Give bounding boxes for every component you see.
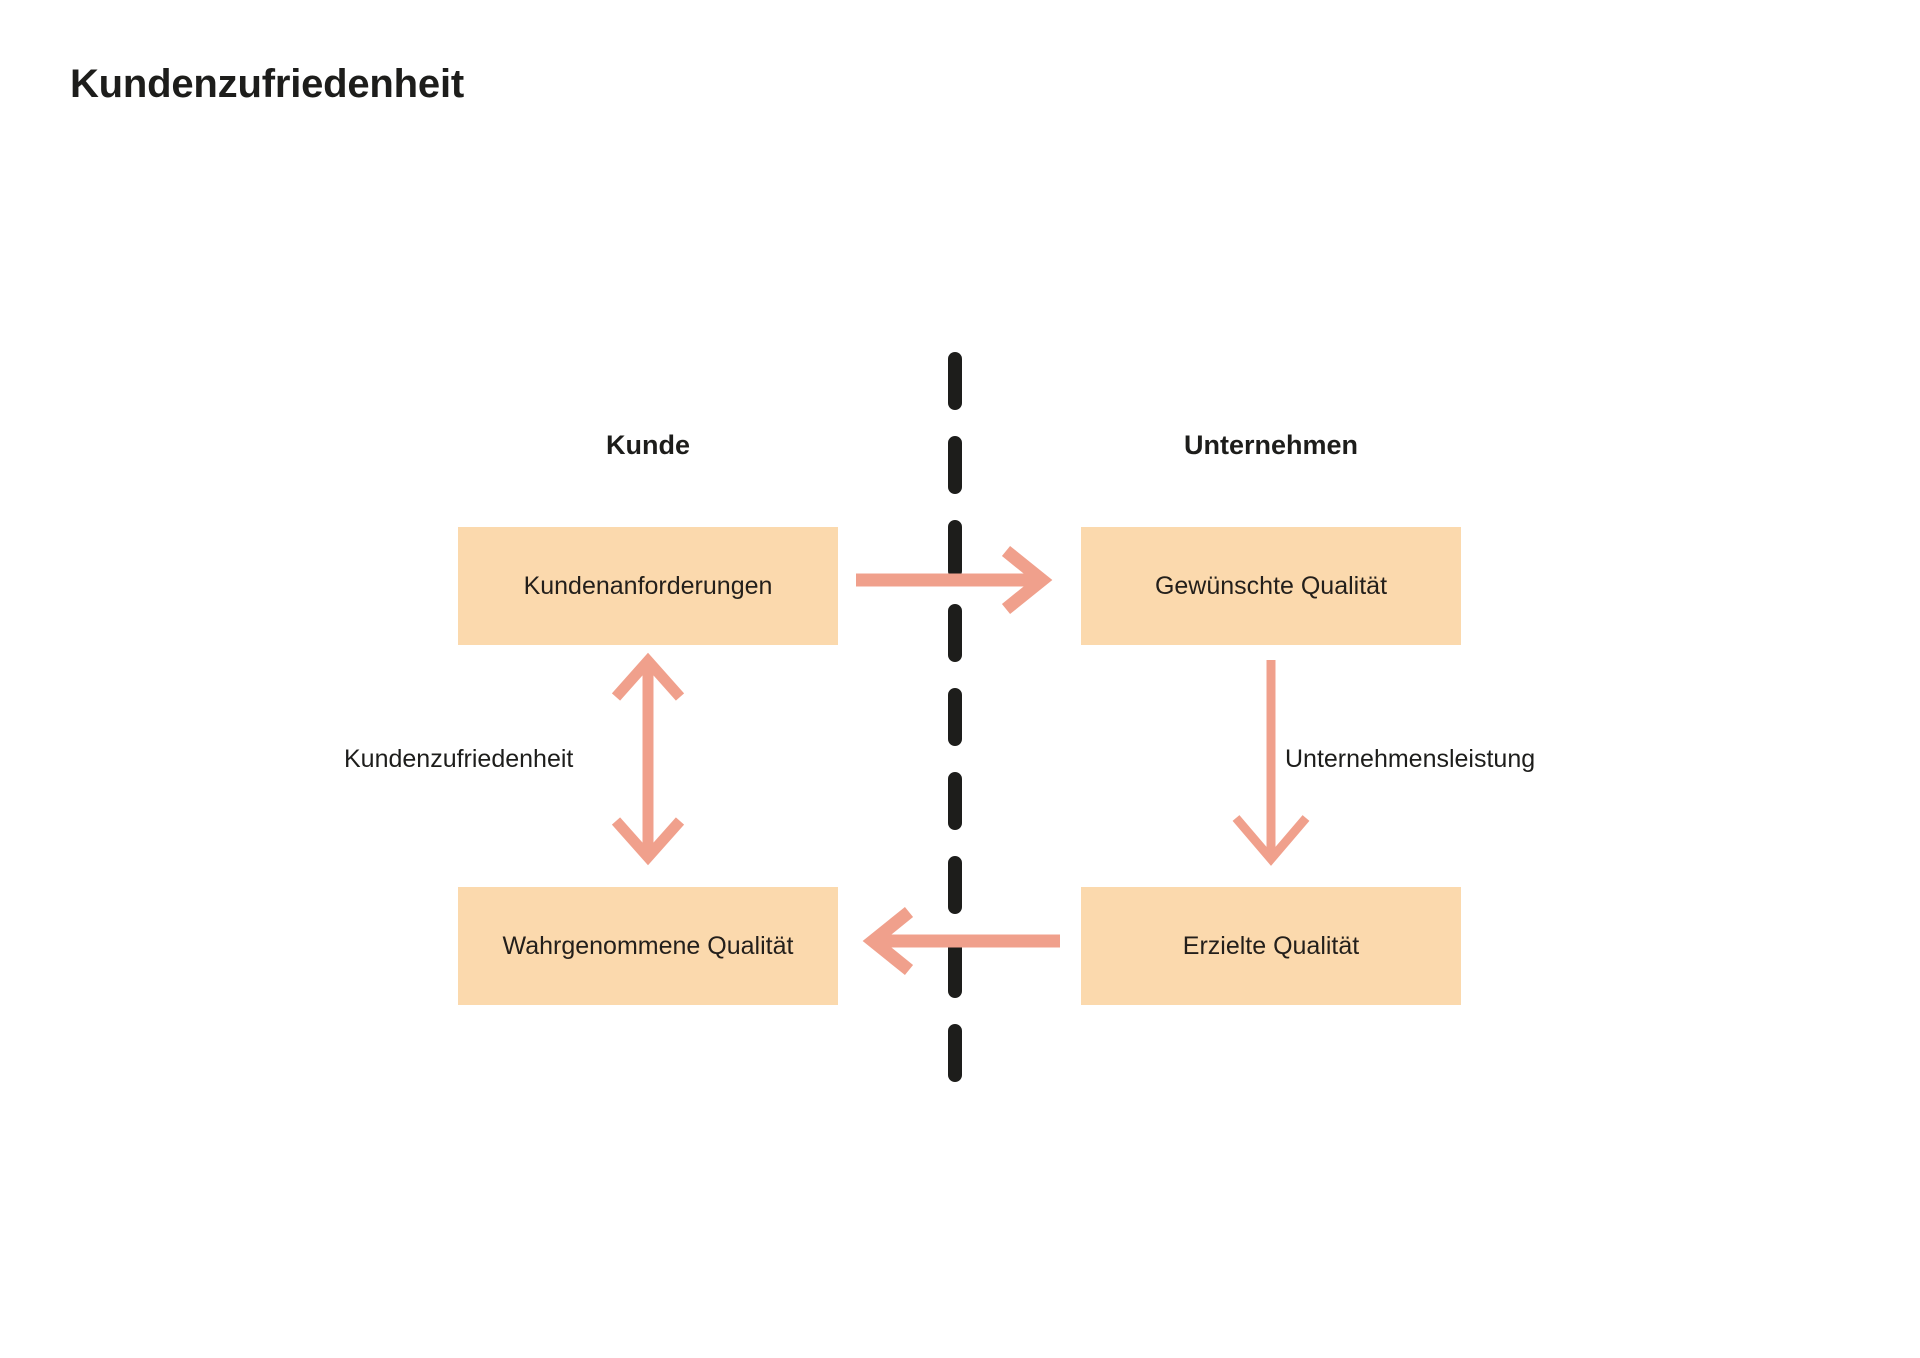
column-heading-unternehmen: Unternehmen	[1183, 430, 1359, 460]
edge-label-kundenzufriedenheit: Kundenzufriedenheit	[344, 745, 574, 773]
node-label: Kundenanforderungen	[523, 571, 773, 600]
column-heading-kunde: Kunde	[606, 430, 690, 460]
node-box-wahrgenommene-qualitaet[interactable]: Wahrgenommene Qualität	[458, 887, 838, 1005]
node-label: Erzielte Qualität	[1182, 931, 1360, 960]
edge-label-unternehmensleistung: Unternehmensleistung	[1285, 745, 1536, 773]
node-label: Wahrgenommene Qualität	[502, 931, 794, 960]
arrow-up-down-icon	[611, 652, 685, 866]
dashed-vertical-divider-icon	[948, 352, 962, 1098]
node-box-gewuenschte-qualitaet[interactable]: Gewünschte Qualität	[1081, 527, 1461, 645]
node-box-kundenanforderungen[interactable]: Kundenanforderungen	[458, 527, 838, 645]
node-box-erzielte-qualitaet[interactable]: Erzielte Qualität	[1081, 887, 1461, 1005]
arrow-left-icon	[862, 906, 1060, 976]
page-title: Kundenzufriedenheit	[70, 62, 464, 106]
node-label: Gewünschte Qualität	[1154, 571, 1388, 600]
